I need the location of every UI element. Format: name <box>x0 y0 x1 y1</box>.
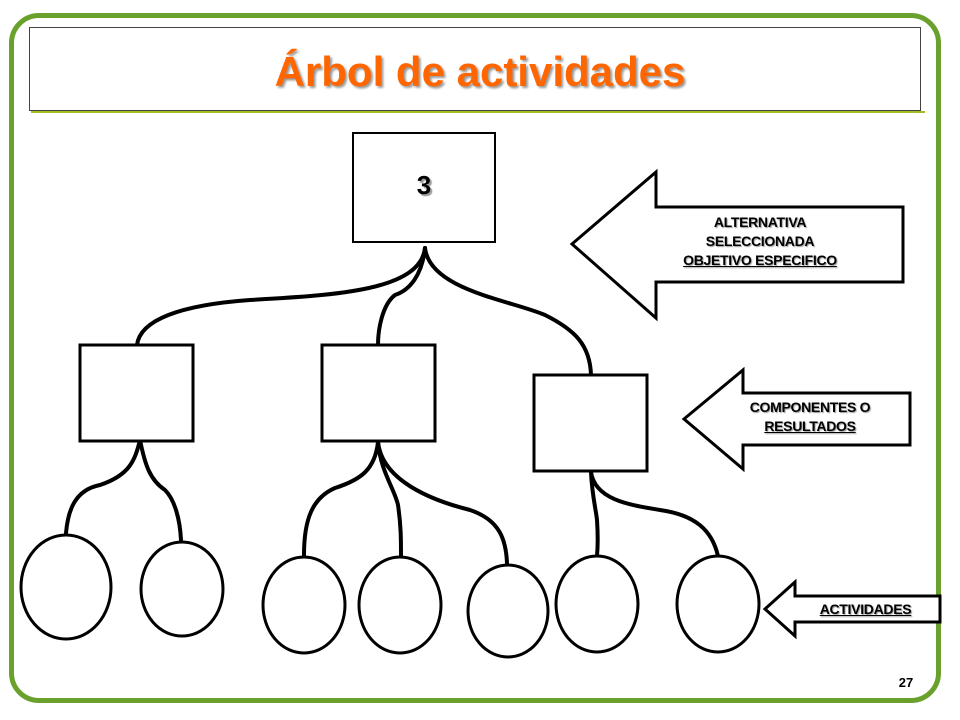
connector-comp1-act1 <box>64 438 142 535</box>
activities-arrow-label: ACTIVIDADES <box>793 600 938 619</box>
connector-root-comp3 <box>423 246 593 377</box>
slide-title: Árbol de actividades <box>274 48 686 95</box>
activity-ellipse-4 <box>357 555 443 655</box>
root-label: 3 <box>416 170 432 200</box>
objective-arrow <box>569 168 905 322</box>
connector-comp1-act2 <box>138 438 183 542</box>
objective-label-line-2: SELECCIONADA <box>705 233 815 249</box>
objective-arrow-label: ALTERNATIVA SELECCIONADA OBJETIVO ESPECI… <box>640 213 880 270</box>
components-label-line-1: COMPONENTES O <box>749 399 871 415</box>
components-arrow-label: COMPONENTES O RESULTADOS <box>720 398 900 436</box>
component-box-1 <box>78 343 195 443</box>
connector-comp3-act6 <box>589 470 600 558</box>
objective-label-line-1: ALTERNATIVA <box>713 214 807 230</box>
connector-root-comp2 <box>376 246 427 347</box>
component-box-2 <box>320 343 437 443</box>
root-objective-box <box>352 132 496 243</box>
title-box <box>29 27 921 111</box>
connector-comp2-act3 <box>302 440 380 557</box>
components-arrow <box>681 366 912 473</box>
title-underline <box>31 111 925 113</box>
connector-comp3-act7 <box>589 470 720 558</box>
activity-ellipse-6 <box>554 554 640 654</box>
page-number: 27 <box>898 675 914 690</box>
activity-ellipse-3 <box>261 555 347 655</box>
connector-comp2-act4 <box>376 440 403 557</box>
activities-arrow <box>762 578 942 640</box>
objective-label-line-3: OBJETIVO ESPECIFICO <box>683 252 837 268</box>
component-box-3 <box>532 373 649 473</box>
activity-ellipse-7 <box>675 554 761 654</box>
components-label-line-2: RESULTADOS <box>764 418 856 434</box>
connector-comp2-act5 <box>376 440 509 565</box>
activity-ellipse-5 <box>466 563 550 659</box>
activities-label-line-1: ACTIVIDADES <box>819 601 912 617</box>
activity-ellipse-1 <box>19 533 113 641</box>
connector-root-comp1 <box>135 246 427 347</box>
activity-ellipse-2 <box>139 540 225 638</box>
